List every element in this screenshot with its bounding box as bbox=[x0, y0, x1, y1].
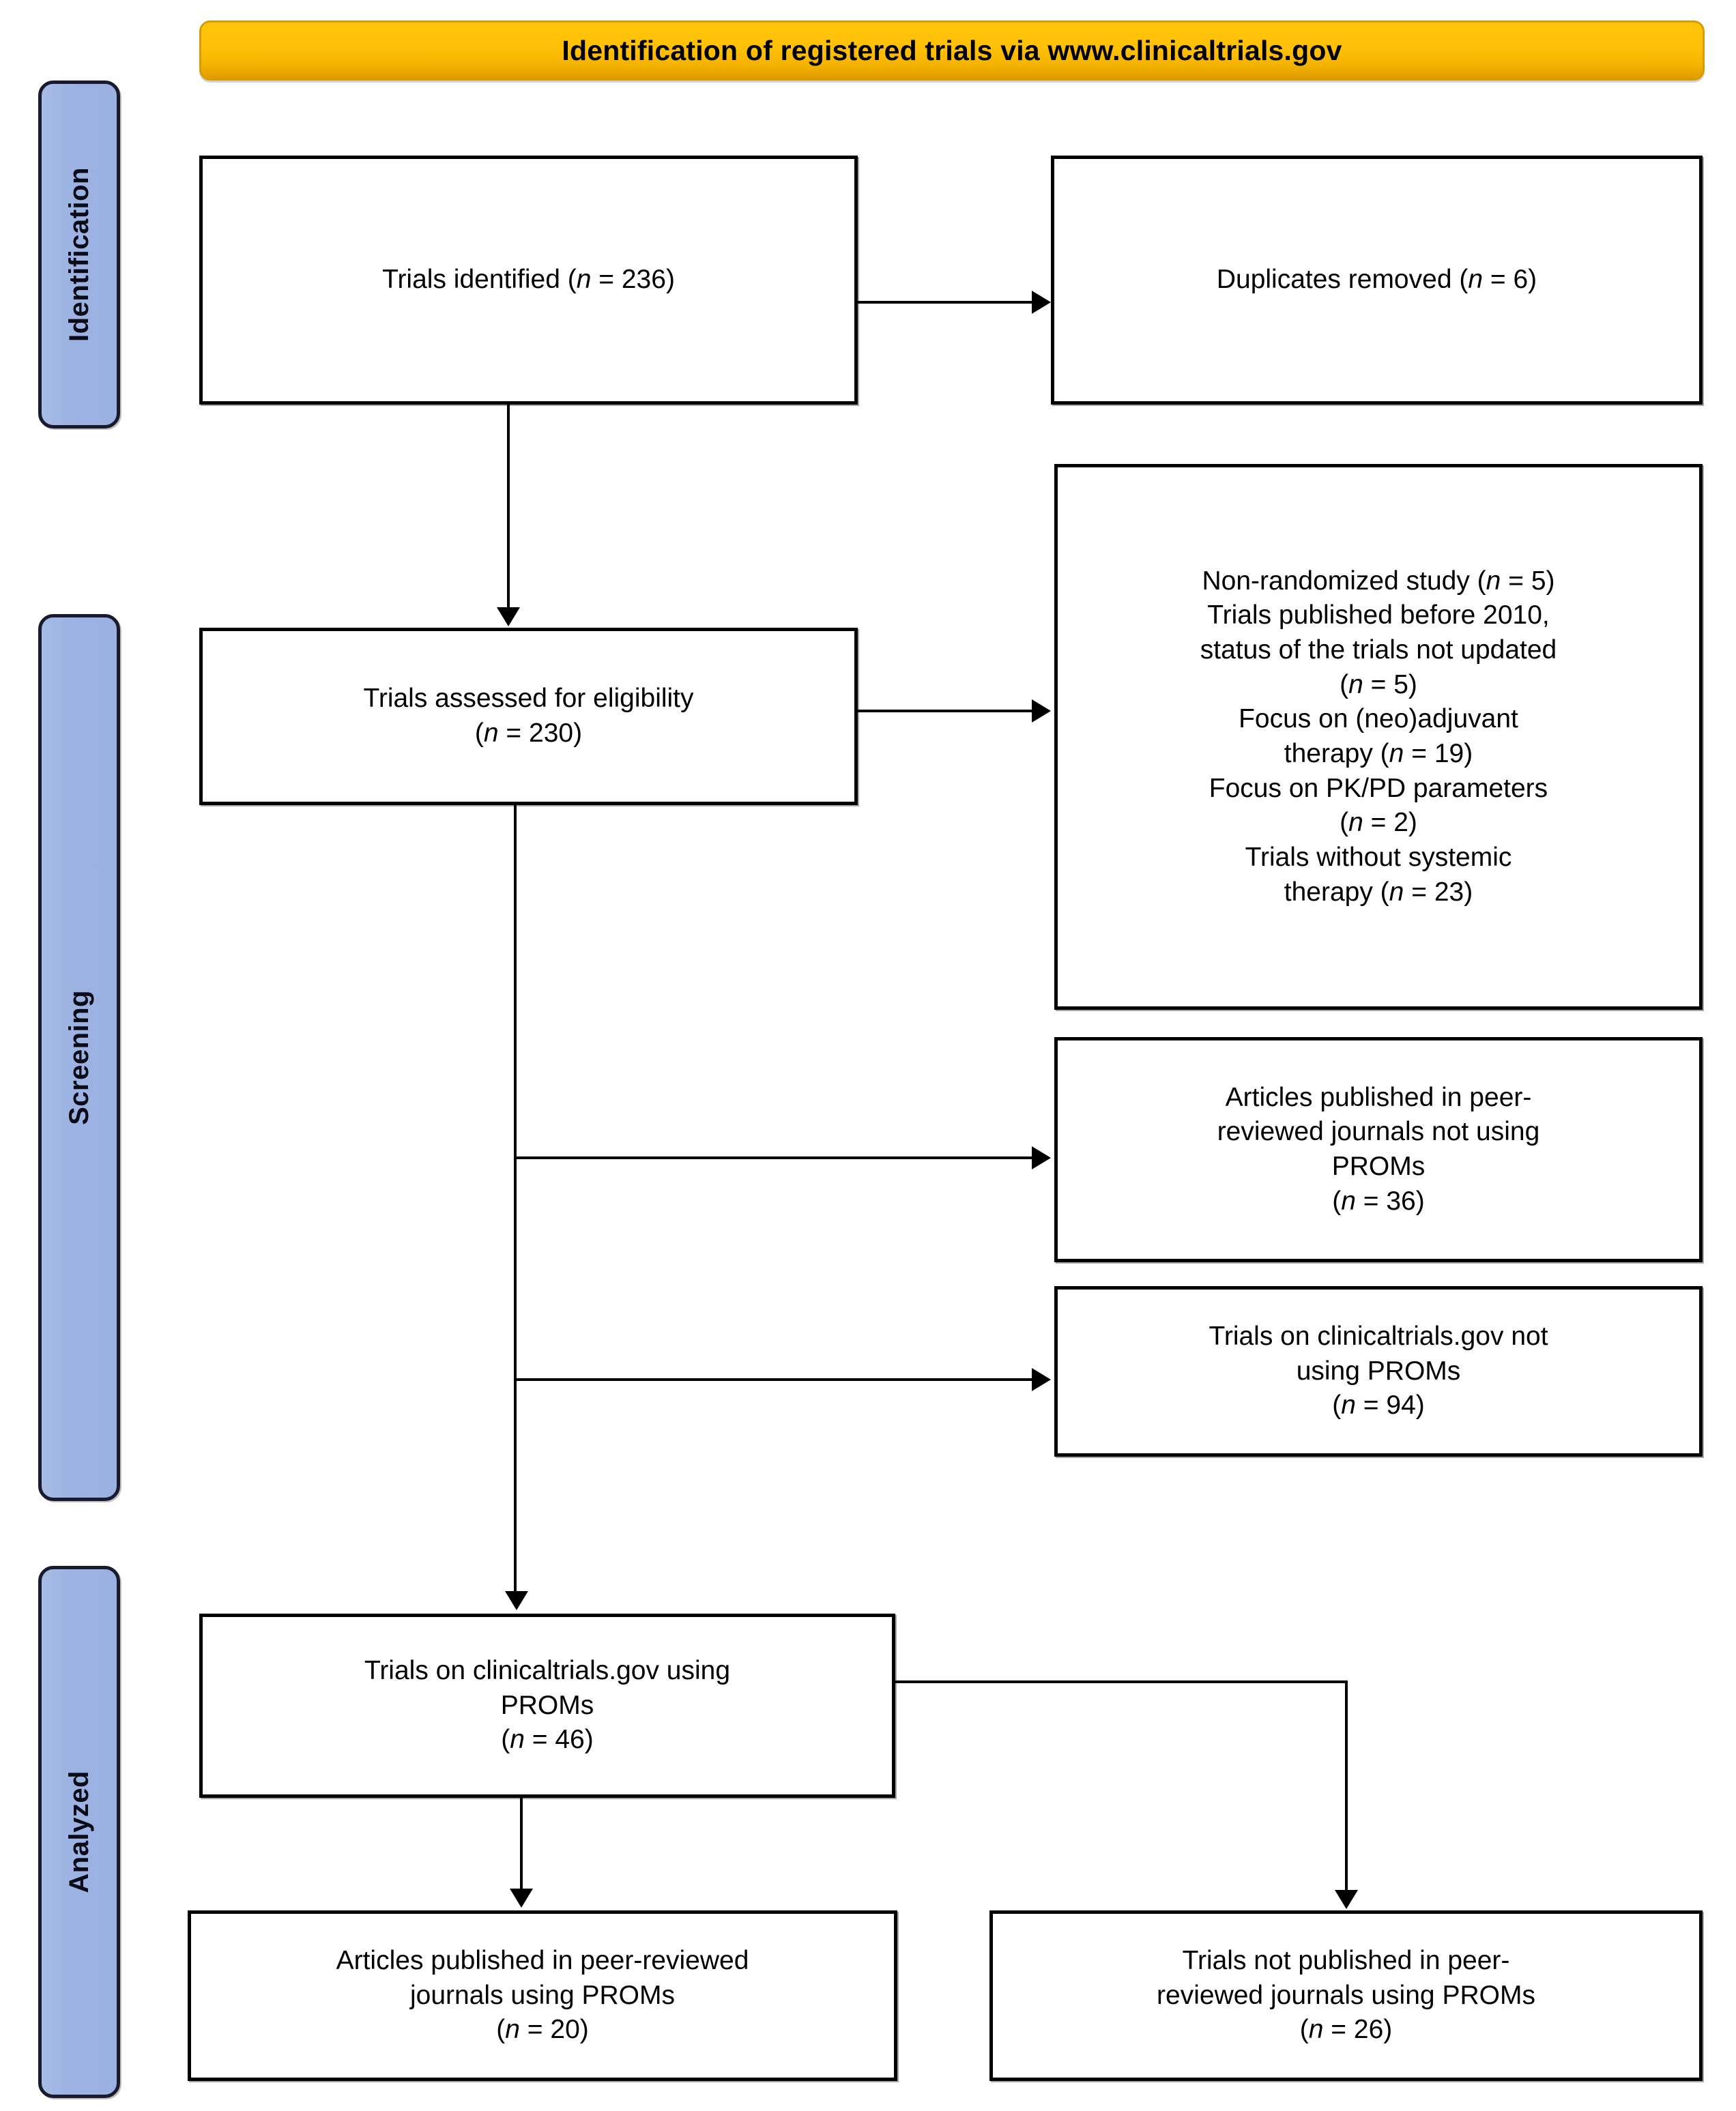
box-trials-not-published-using-proms: Trials not published in peer- reviewed j… bbox=[989, 1910, 1703, 2081]
box-trials-not-published-using-proms-text: Trials not published in peer- reviewed j… bbox=[1157, 1945, 1535, 2045]
connector-identified-to-duplicates bbox=[858, 301, 1034, 304]
box-articles-published-using-proms-text: Articles published in peer-reviewed jour… bbox=[336, 1945, 749, 2045]
connector-proms-to-trials-not-published-horizontal bbox=[894, 1680, 1348, 1683]
header-title: Identification of registered trials via … bbox=[562, 34, 1342, 66]
stage-label-screening-text: Screening bbox=[63, 990, 94, 1125]
stage-label-identification-text: Identification bbox=[63, 167, 94, 342]
box-articles-not-using-proms: Articles published in peer- reviewed jou… bbox=[1054, 1037, 1703, 1262]
box-trials-identified-text: Trials identified (n = 236) bbox=[382, 265, 675, 295]
connector-screening-spine bbox=[514, 805, 517, 1593]
connector-spine-to-trials-not-using-proms bbox=[515, 1378, 1034, 1381]
connector-proms-to-articles-published bbox=[520, 1798, 523, 1891]
box-articles-not-using-proms-text: Articles published in peer- reviewed jou… bbox=[1217, 1082, 1540, 1216]
connector-eligibility-to-exclusions bbox=[858, 710, 1034, 712]
box-trials-assessed-eligibility-text: Trials assessed for eligibility (n = 230… bbox=[363, 684, 694, 748]
arrowhead-proms-to-trials-not-published bbox=[1335, 1890, 1358, 1909]
box-trials-not-using-proms-text: Trials on clinicaltrials.gov not using P… bbox=[1209, 1321, 1548, 1421]
arrowhead-eligibility-to-exclusions bbox=[1032, 699, 1051, 723]
stage-label-screening: Screening bbox=[38, 614, 120, 1501]
box-trials-using-proms: Trials on clinicaltrials.gov using PROMs… bbox=[199, 1614, 895, 1798]
arrowhead-identified-to-eligibility bbox=[497, 607, 520, 626]
arrowhead-identified-to-duplicates bbox=[1032, 291, 1051, 314]
arrowhead-spine-to-trials-not-using-proms bbox=[1032, 1368, 1051, 1391]
stage-label-analyzed: Analyzed bbox=[38, 1566, 120, 2098]
box-trials-assessed-eligibility: Trials assessed for eligibility (n = 230… bbox=[199, 628, 858, 805]
box-exclusion-reasons: Non-randomized study (n = 5) Trials publ… bbox=[1054, 464, 1703, 1010]
box-trials-using-proms-text: Trials on clinicaltrials.gov using PROMs… bbox=[364, 1655, 731, 1755]
header-banner: Identification of registered trials via … bbox=[199, 20, 1705, 81]
stage-label-analyzed-text: Analyzed bbox=[63, 1771, 94, 1893]
stage-label-identification: Identification bbox=[38, 81, 120, 428]
connector-spine-to-articles-not-using-proms bbox=[515, 1156, 1034, 1159]
arrowhead-spine-to-trials-using-proms bbox=[505, 1591, 528, 1610]
box-exclusion-reasons-text: Non-randomized study (n = 5) Trials publ… bbox=[1200, 566, 1557, 907]
box-trials-identified: Trials identified (n = 236) bbox=[199, 156, 858, 405]
arrowhead-proms-to-articles-published bbox=[510, 1889, 533, 1908]
box-articles-published-using-proms: Articles published in peer-reviewed jour… bbox=[188, 1910, 897, 2081]
arrowhead-spine-to-articles-not-using-proms bbox=[1032, 1146, 1051, 1169]
box-duplicates-removed-text: Duplicates removed (n = 6) bbox=[1216, 265, 1537, 295]
connector-proms-to-trials-not-published-vertical bbox=[1345, 1680, 1348, 1892]
box-trials-not-using-proms: Trials on clinicaltrials.gov not using P… bbox=[1054, 1286, 1703, 1457]
box-duplicates-removed: Duplicates removed (n = 6) bbox=[1051, 156, 1703, 405]
connector-identified-to-eligibility bbox=[507, 405, 510, 609]
